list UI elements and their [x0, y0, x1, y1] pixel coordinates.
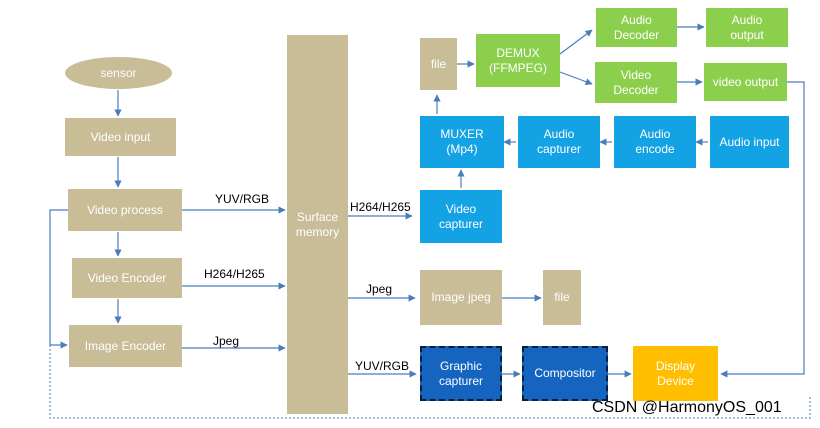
arrow-demux-to-video-decoder [559, 71, 593, 86]
arrow-demux-to-audio-decoder [559, 29, 593, 55]
jpeg-left-label: Jpeg [213, 334, 240, 348]
video-process-node: Video process [68, 189, 182, 231]
yuv-rgb-left-label: YUV/RGB [215, 192, 270, 206]
arrow-process-loop-to-image-encoder [49, 209, 68, 349]
h264-h265-right-label: H264/H265 [350, 200, 411, 214]
file-top-node: file [420, 38, 457, 90]
image-encoder-node: Image Encoder [69, 325, 182, 367]
audio-decoder-node: Audio Decoder [596, 8, 677, 47]
audio-output-node: Audio output [706, 8, 788, 47]
video-capturer-node: Video capturer [420, 190, 502, 243]
surface-memory-node: Surface memory [287, 35, 348, 414]
sensor-node: sensor [65, 57, 172, 89]
image-jpeg-node: Image jpeg [420, 270, 502, 325]
yuv-rgb-right-label: YUV/RGB [355, 359, 410, 373]
watermark-text: CSDN @HarmonyOS_001 [592, 399, 782, 416]
video-decoder-node: Video Decoder [595, 62, 677, 103]
h264-h265-left-label: H264/H265 [204, 267, 265, 281]
dotted-frame [49, 345, 811, 419]
audio-encode-node: Audio encode [614, 116, 696, 168]
muxer-node: MUXER (Mp4) [420, 116, 504, 168]
video-encoder-node: Video Encoder [72, 258, 182, 298]
video-input-node: Video input [65, 118, 176, 156]
jpeg-right-label: Jpeg [366, 282, 393, 296]
file-bottom-node: file [543, 270, 581, 325]
audio-capturer-node: Audio capturer [518, 116, 600, 168]
audio-input-node: Audio input [710, 116, 789, 168]
graphic-capturer-node: Graphic capturer [420, 346, 502, 401]
video-output-node: video output [704, 63, 787, 101]
display-device-node: Display Device [633, 346, 718, 401]
arrow-video-output-to-display [720, 81, 805, 378]
compositor-node: Compositor [522, 346, 608, 401]
demux-node: DEMUX (FFMPEG) [476, 34, 560, 87]
